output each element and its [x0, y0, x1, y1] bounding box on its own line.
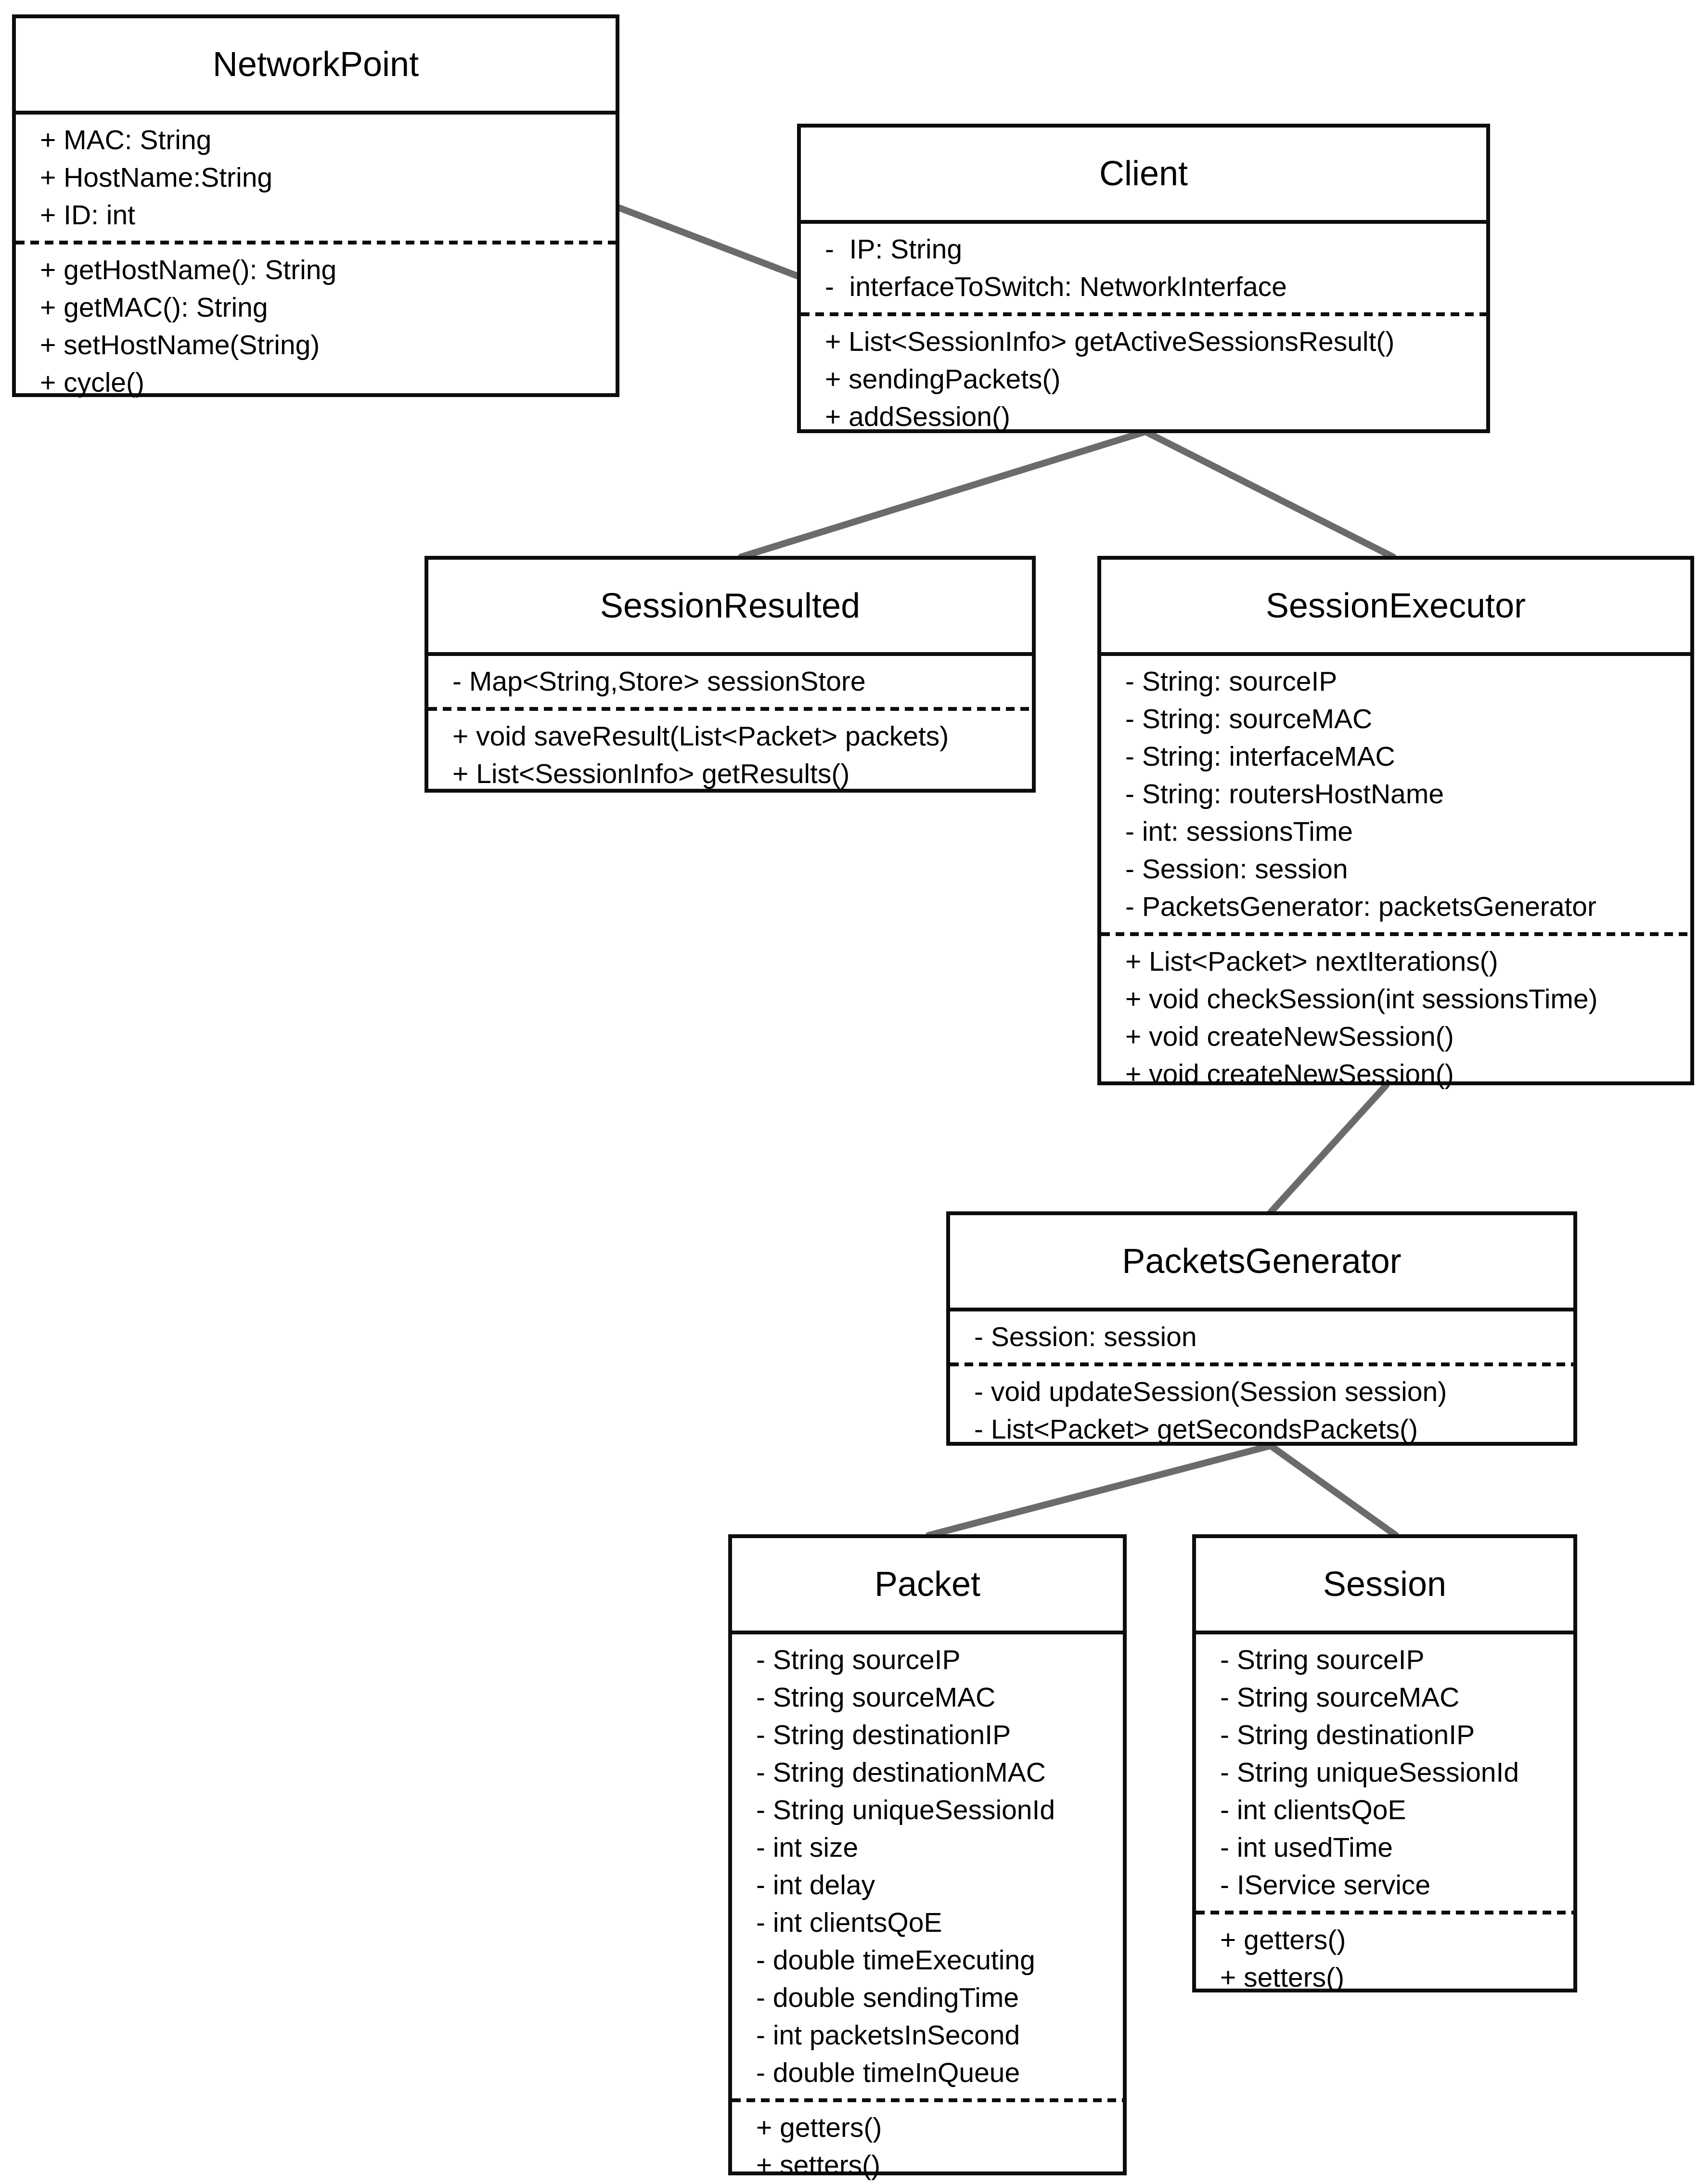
attrs-methods-separator [732, 2098, 1123, 2102]
connector-packetsgenerator-packet [926, 1442, 1274, 1539]
member-line: - int clientsQoE [1220, 1795, 1406, 1825]
member-line: - interfaceToSwitch: NetworkInterface [825, 271, 1287, 302]
class-box-packetsgenerator: PacketsGenerator - Session: session - vo… [946, 1211, 1577, 1446]
class-box-client: Client - IP: String - interfaceToSwitch: … [797, 124, 1490, 433]
member-line: + ID: int [40, 200, 135, 231]
member-line: + getters() [756, 2112, 882, 2143]
member-line: + setters() [756, 2150, 881, 2181]
class-title: Session [1196, 1538, 1573, 1634]
member-line: - Session: session [1125, 854, 1348, 885]
member-line: - String sourceMAC [1220, 1682, 1460, 1713]
attrs-methods-separator [1101, 932, 1690, 936]
attrs-methods-separator [1196, 1911, 1573, 1914]
member-line: - String uniqueSessionId [756, 1795, 1055, 1825]
class-attributes: - Session: session [950, 1311, 1573, 1362]
member-line: + sendingPackets() [825, 364, 1061, 395]
class-methods: + getHostName(): String + getMAC(): Strin… [16, 244, 616, 408]
member-line: - double sendingTime [756, 1982, 1019, 2013]
class-box-sessionexecutor: SessionExecutor - String: sourceIP- Stri… [1097, 556, 1694, 1090]
member-line: + void createNewSession() [1125, 1021, 1454, 1052]
class-title: NetworkPoint [16, 18, 616, 115]
member-line: + getMAC(): String [40, 292, 268, 323]
member-line: - int clientsQoE [756, 1907, 942, 1938]
member-line: - String destinationMAC [756, 1757, 1046, 1788]
member-line: + getHostName(): String [40, 255, 337, 285]
attrs-methods-separator [16, 241, 616, 244]
connector-client-sessionresulted [738, 428, 1149, 560]
member-line: - String: interfaceMAC [1125, 741, 1395, 772]
class-attributes: - String sourceIP - String sourceMAC - Str… [732, 1634, 1123, 2098]
member-line: - String destinationIP [756, 1720, 1011, 1750]
member-line: + void checkSession(int sessionsTime) [1125, 984, 1598, 1015]
member-line: - int usedTime [1220, 1832, 1393, 1863]
class-title: PacketsGenerator [950, 1215, 1573, 1311]
member-line: + getters() [1220, 1925, 1346, 1955]
class-methods: + getters() + setters() [732, 2102, 1123, 2184]
class-title: SessionExecutor [1101, 560, 1690, 656]
member-line: - String: sourceMAC [1125, 704, 1373, 734]
member-line: - String destinationIP [1220, 1720, 1475, 1750]
class-box-packet: Packet - String sourceIP - String sourceM… [728, 1534, 1127, 2181]
class-attributes: - String sourceIP - String sourceMAC - Str… [1196, 1634, 1573, 1911]
member-line: - int packetsInSecond [756, 2020, 1020, 2051]
class-box-networkpoint: NetworkPoint + MAC: String + HostName:Str… [12, 14, 619, 398]
connector-packetsgenerator-session [1267, 1442, 1399, 1539]
member-line: - List<Packet> getSecondsPackets() [974, 1414, 1418, 1445]
member-line: - String: routersHostName [1125, 779, 1444, 809]
member-line: + void createNewSession() [1125, 1059, 1454, 1090]
member-line: - int size [756, 1832, 859, 1863]
class-box-session: Session - String sourceIP- String source… [1192, 1534, 1577, 1993]
member-line: + setters() [1220, 1962, 1345, 1993]
member-line: - void updateSession(Session session) [974, 1376, 1447, 1407]
member-line: + addSession() [825, 401, 1010, 432]
member-line: - String: sourceIP [1125, 666, 1338, 697]
class-methods: + List<Packet> nextIterations() + void ch… [1101, 936, 1690, 1100]
class-methods: + List<SessionInfo> getActiveSessionsRes… [801, 316, 1486, 442]
member-line: - double timeExecuting [756, 1945, 1035, 1976]
class-methods: - void updateSession(Session session) - L… [950, 1366, 1573, 1455]
member-line: - String sourceIP [1220, 1644, 1425, 1675]
attrs-methods-separator [801, 312, 1486, 316]
class-attributes: + MAC: String + HostName:String + ID: int [16, 115, 616, 241]
member-line: - IService service [1220, 1870, 1431, 1901]
member-line: + cycle() [40, 367, 144, 398]
member-line: - double timeInQueue [756, 2057, 1020, 2088]
class-methods: + getters() + setters() [1196, 1914, 1573, 2003]
member-line: - int delay [756, 1870, 875, 1901]
class-methods: + void saveResult(List<Packet> packets) +… [428, 711, 1032, 799]
member-line: - String sourceIP [756, 1644, 961, 1675]
member-line: - int: sessionsTime [1125, 816, 1353, 847]
member-line: - Map<String,Store> sessionStore [452, 666, 866, 697]
attrs-methods-separator [428, 707, 1032, 711]
member-line: + List<SessionInfo> getActiveSessionsRes… [825, 326, 1395, 357]
member-line: - PacketsGenerator: packetsGenerator [1125, 891, 1596, 922]
class-title: Client [801, 128, 1486, 224]
member-line: - Session: session [974, 1322, 1197, 1352]
class-attributes: - IP: String - interfaceToSwitch: Network… [801, 224, 1486, 312]
member-line: - IP: String [825, 234, 963, 265]
member-line: + List<SessionInfo> getResults() [452, 758, 850, 789]
member-line: + setHostName(String) [40, 330, 320, 360]
member-line: + MAC: String [40, 125, 212, 155]
member-line: - String uniqueSessionId [1220, 1757, 1519, 1788]
class-attributes: - Map<String,Store> sessionStore [428, 656, 1032, 707]
attrs-methods-separator [950, 1362, 1573, 1366]
class-title: Packet [732, 1538, 1123, 1634]
member-line: + List<Packet> nextIterations() [1125, 946, 1498, 977]
member-line: + void saveResult(List<Packet> packets) [452, 721, 949, 752]
member-line: - String sourceMAC [756, 1682, 996, 1713]
class-box-sessionresulted: SessionResulted - Map<String,Store> sess… [424, 556, 1036, 793]
connector-networkpoint-client [616, 205, 800, 279]
member-line: + HostName:String [40, 162, 273, 193]
class-attributes: - String: sourceIP - String: sourceMAC - S… [1101, 656, 1690, 932]
class-title: SessionResulted [428, 560, 1032, 656]
connector-client-sessionexecutor [1142, 428, 1396, 560]
connector-sessionexecutor-packetsgenerator [1267, 1082, 1389, 1216]
